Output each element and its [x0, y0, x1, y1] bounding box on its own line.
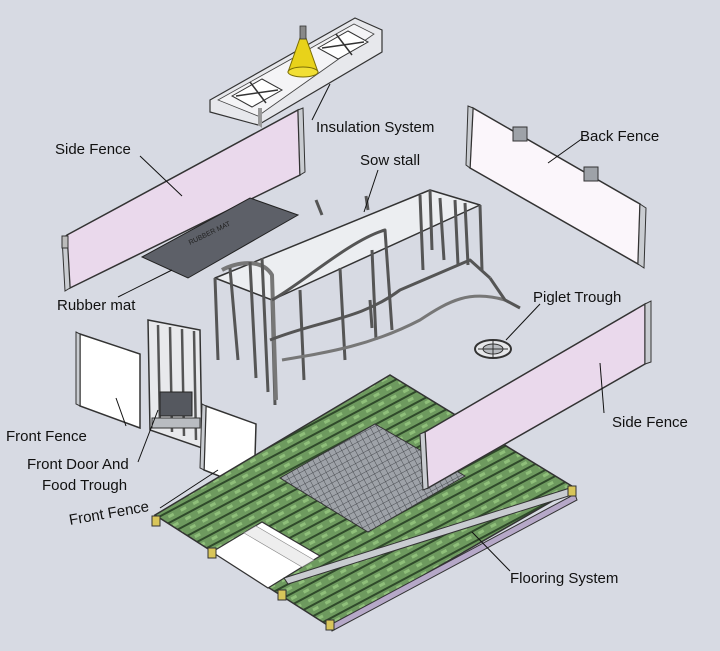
heat-lamp [287, 25, 319, 78]
label-front-fence-bottom: Front Fence [68, 498, 151, 529]
label-piglet-trough: Piglet Trough [533, 289, 621, 306]
side-fence-left [61, 107, 306, 292]
label-side-fence-left: Side Fence [55, 141, 131, 158]
label-side-fence-right: Side Fence [612, 414, 688, 431]
label-front-door-line1: Front Door And [27, 456, 129, 473]
label-front-fence-top: Front Fence [6, 428, 87, 445]
rubber-mat: RUBBER MAT [140, 197, 300, 279]
label-flooring-system: Flooring System [510, 570, 618, 587]
label-front-door-line2: Food Trough [42, 477, 127, 494]
leader-lines [115, 83, 605, 572]
front-fence-left-panel [75, 331, 141, 430]
label-sow-stall: Sow stall [360, 152, 420, 169]
back-fence [465, 105, 647, 269]
piglet-trough [474, 339, 512, 359]
label-rubber-mat: Rubber mat [57, 297, 136, 314]
front-door-food-trough [147, 319, 203, 450]
label-insulation-system: Insulation System [316, 119, 434, 136]
side-fence-right [419, 300, 652, 491]
label-back-fence: Back Fence [580, 128, 659, 145]
insulation-system [209, 17, 383, 128]
